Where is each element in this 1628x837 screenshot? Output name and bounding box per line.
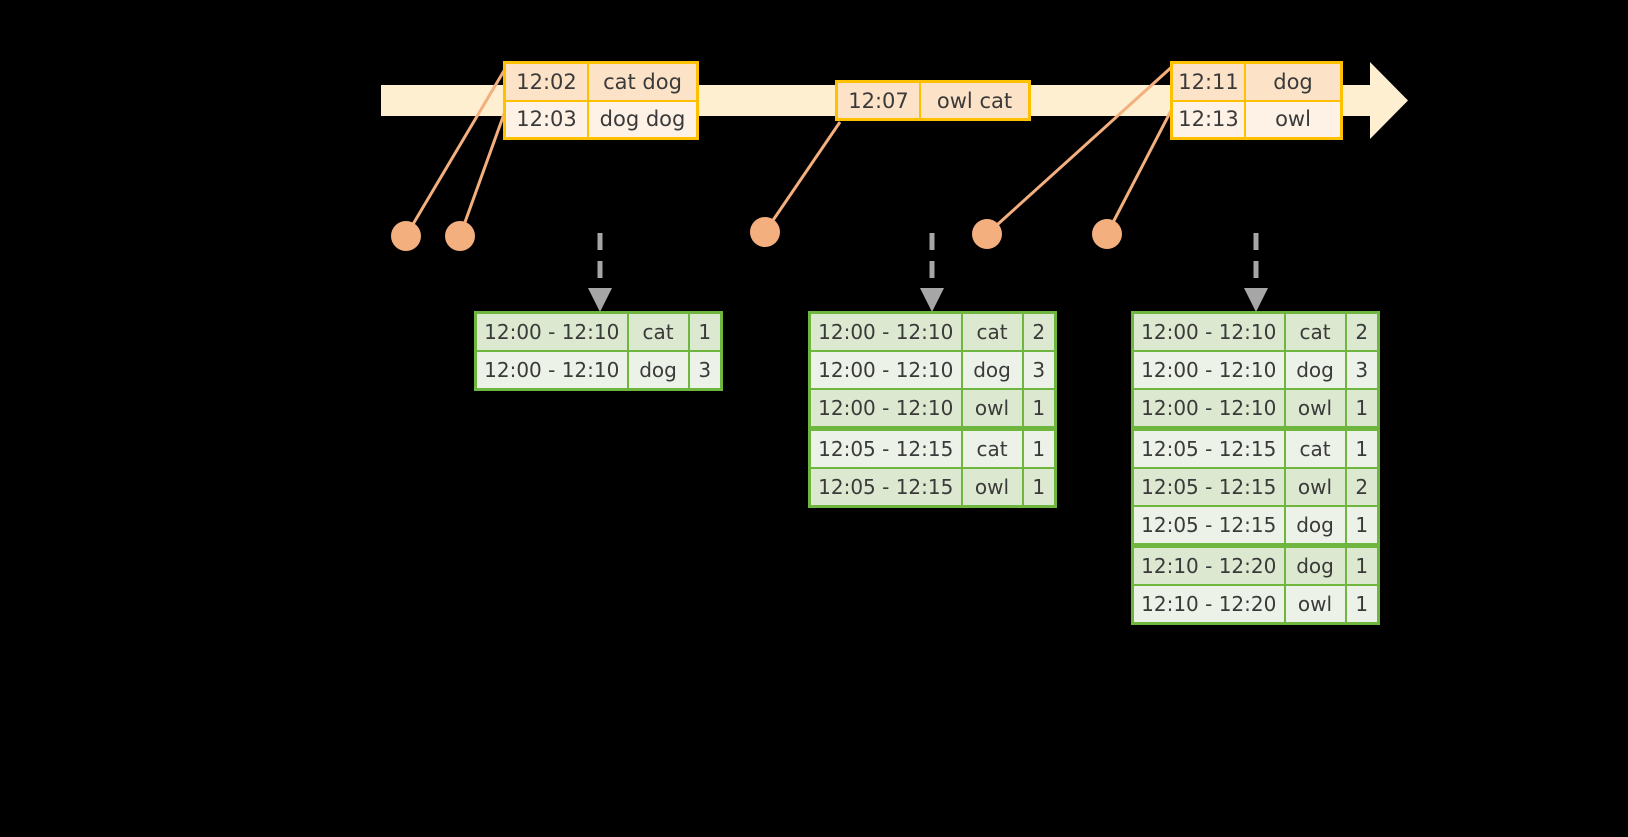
emit-arrow-3 bbox=[1244, 233, 1268, 312]
cell-count: 2 bbox=[1346, 469, 1377, 505]
event-time: 12:11 bbox=[1173, 64, 1246, 100]
connector-line-1 bbox=[404, 63, 510, 237]
event-box-2[interactable]: 12:07 owl cat bbox=[835, 80, 1031, 121]
cell-window: 12:05 - 12:15 bbox=[1134, 431, 1284, 467]
cell-window: 12:10 - 12:20 bbox=[1134, 548, 1284, 584]
cell-count: 1 bbox=[1023, 469, 1054, 505]
cell-count: 1 bbox=[1346, 548, 1377, 584]
cell-count: 1 bbox=[689, 314, 720, 350]
cell-count: 1 bbox=[1346, 507, 1377, 543]
cell-window: 12:05 - 12:15 bbox=[811, 469, 961, 505]
cell-count: 1 bbox=[1346, 586, 1377, 622]
event-dot-3 bbox=[750, 217, 780, 247]
cell-word: dog bbox=[628, 352, 688, 388]
event-dot-1 bbox=[391, 221, 421, 251]
cell-window: 12:00 - 12:10 bbox=[477, 314, 627, 350]
cell-count: 1 bbox=[1023, 431, 1054, 467]
cell-count: 1 bbox=[1023, 390, 1054, 426]
event-dot-2 bbox=[445, 221, 475, 251]
event-dot-5 bbox=[1092, 219, 1122, 249]
event-words: owl cat bbox=[921, 83, 1028, 118]
emit-arrows bbox=[588, 233, 1268, 312]
cell-word: dog bbox=[1285, 507, 1345, 543]
cell-count: 3 bbox=[1346, 352, 1377, 388]
event-time: 12:02 bbox=[506, 64, 589, 100]
emit-arrow-1 bbox=[588, 233, 612, 312]
cell-window: 12:05 - 12:15 bbox=[811, 431, 961, 467]
cell-word: cat bbox=[1285, 431, 1345, 467]
event-dots bbox=[391, 217, 1122, 251]
cell-count: 3 bbox=[689, 352, 720, 388]
event-time: 12:13 bbox=[1173, 101, 1246, 137]
cell-word: owl bbox=[962, 390, 1022, 426]
cell-word: owl bbox=[1285, 390, 1345, 426]
cell-window: 12:00 - 12:10 bbox=[811, 352, 961, 388]
connector-line-5 bbox=[1105, 102, 1177, 235]
connector-line-3 bbox=[763, 121, 842, 233]
cell-word: cat bbox=[962, 314, 1022, 350]
cell-window: 12:10 - 12:20 bbox=[1134, 586, 1284, 622]
event-row[interactable]: 12:03 dog dog bbox=[506, 99, 696, 137]
event-row[interactable]: 12:13 owl bbox=[1173, 99, 1340, 137]
cell-word: cat bbox=[628, 314, 688, 350]
cell-word: cat bbox=[1285, 314, 1345, 350]
cell-word: owl bbox=[1285, 586, 1345, 622]
cell-word: owl bbox=[1285, 469, 1345, 505]
cell-count: 1 bbox=[1346, 431, 1377, 467]
event-row[interactable]: 12:11 dog bbox=[1173, 64, 1340, 100]
cell-window: 12:00 - 12:10 bbox=[811, 390, 961, 426]
cell-word: owl bbox=[962, 469, 1022, 505]
event-box-1[interactable]: 12:02 cat dog 12:03 dog dog bbox=[503, 61, 699, 140]
cell-word: dog bbox=[1285, 352, 1345, 388]
cell-window: 12:00 - 12:10 bbox=[1134, 390, 1284, 426]
cell-window: 12:00 - 12:10 bbox=[477, 352, 627, 388]
cell-window: 12:00 - 12:10 bbox=[1134, 352, 1284, 388]
cell-count: 2 bbox=[1023, 314, 1054, 350]
event-words: cat dog bbox=[589, 64, 696, 100]
cell-count: 1 bbox=[1346, 390, 1377, 426]
cell-window: 12:05 - 12:15 bbox=[1134, 469, 1284, 505]
event-dot-4 bbox=[972, 219, 1002, 249]
cell-window: 12:05 - 12:15 bbox=[1134, 507, 1284, 543]
event-time: 12:03 bbox=[506, 101, 589, 137]
emit-arrow-2 bbox=[920, 233, 944, 312]
event-row[interactable]: 12:02 cat dog bbox=[506, 64, 696, 100]
cell-count: 3 bbox=[1023, 352, 1054, 388]
event-words: dog bbox=[1246, 64, 1340, 100]
cell-word: dog bbox=[1285, 548, 1345, 584]
cell-word: dog bbox=[962, 352, 1022, 388]
event-words: owl bbox=[1246, 101, 1340, 137]
event-box-3[interactable]: 12:11 dog 12:13 owl bbox=[1170, 61, 1343, 140]
event-time: 12:07 bbox=[838, 83, 921, 118]
cell-word: cat bbox=[962, 431, 1022, 467]
cell-window: 12:00 - 12:10 bbox=[811, 314, 961, 350]
connector-line-2 bbox=[458, 102, 510, 237]
event-words: dog dog bbox=[589, 101, 696, 137]
cell-window: 12:00 - 12:10 bbox=[1134, 314, 1284, 350]
event-row[interactable]: 12:07 owl cat bbox=[838, 83, 1028, 118]
cell-count: 2 bbox=[1346, 314, 1377, 350]
